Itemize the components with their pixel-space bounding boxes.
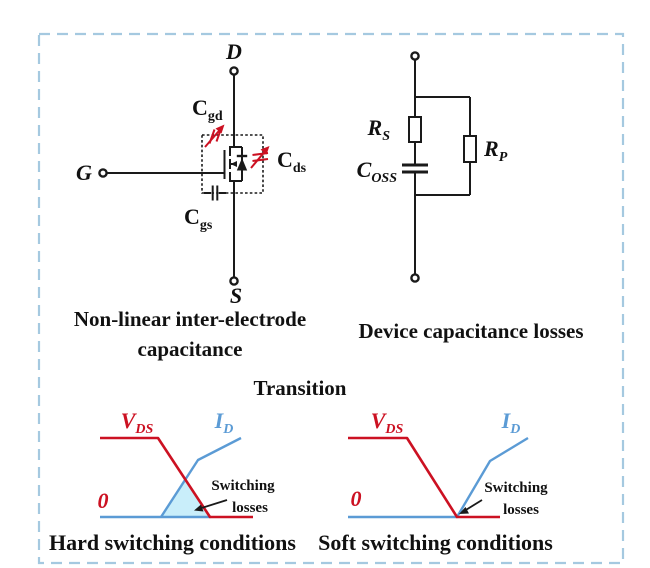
rp-label: RP bbox=[483, 136, 508, 165]
body-arrow-icon bbox=[230, 161, 237, 167]
vds-label: VDS bbox=[121, 408, 154, 437]
source-terminal-dot bbox=[229, 276, 239, 286]
terminal-s-label: S bbox=[230, 283, 242, 308]
mosfet-circuit-caption: Non-linear inter-electrode capacitance bbox=[73, 307, 307, 361]
rc-bottom-terminal-dot bbox=[410, 273, 420, 283]
rc-circuit: RS COSS RP bbox=[357, 51, 508, 283]
hard-switching-plot: VDS ID 0 Switching losses bbox=[98, 408, 275, 519]
cgs-label: Cgs bbox=[184, 204, 213, 233]
losses-arrow bbox=[199, 499, 228, 510]
vds-label: VDS bbox=[371, 408, 404, 437]
dashed-border bbox=[37, 32, 625, 565]
rs-resistor-icon bbox=[408, 116, 422, 143]
hard-switching-caption: Hard switching conditions bbox=[49, 530, 296, 555]
rs-label: RS bbox=[367, 115, 391, 144]
rc-circuit-caption: Device capacitance losses bbox=[358, 319, 584, 343]
zero-label: 0 bbox=[98, 488, 109, 513]
terminal-g-label: G bbox=[76, 160, 92, 185]
cgd-label: Cgd bbox=[192, 95, 223, 124]
id-label: ID bbox=[501, 408, 521, 437]
terminal-d-label: D bbox=[225, 39, 242, 64]
mosfet-symbol bbox=[223, 146, 248, 182]
body-diode-icon bbox=[236, 158, 248, 171]
switching-losses-annotation: Switching bbox=[211, 478, 275, 494]
losses-arrow bbox=[464, 499, 483, 512]
drain-terminal-dot bbox=[229, 66, 239, 76]
soft-switching-caption: Soft switching conditions bbox=[318, 530, 553, 555]
mosfet-circuit: D G S Cgd Cds Cgs bbox=[76, 39, 307, 308]
zero-label: 0 bbox=[351, 486, 362, 511]
cgs-cap-icon bbox=[204, 185, 226, 201]
soft-switching-plot: VDS ID 0 Switching losses bbox=[348, 408, 548, 519]
cds-label: Cds bbox=[277, 147, 307, 176]
device-dotted-box bbox=[201, 134, 264, 194]
cgd-variable-cap-icon bbox=[204, 124, 225, 148]
rc-top-terminal-dot bbox=[410, 51, 420, 61]
transition-caption: Transition bbox=[253, 376, 347, 400]
rp-resistor-icon bbox=[463, 135, 477, 163]
switching-losses-annotation-2: losses bbox=[232, 500, 268, 516]
cds-variable-cap-icon bbox=[250, 146, 270, 169]
gate-terminal-dot bbox=[98, 168, 108, 178]
id-curve bbox=[159, 436, 242, 518]
losses-arrowhead-icon bbox=[194, 504, 204, 512]
id-curve bbox=[348, 436, 529, 519]
id-label: ID bbox=[214, 408, 234, 437]
vds-curve bbox=[348, 436, 500, 519]
coss-label: COSS bbox=[357, 157, 398, 186]
losses-arrowhead-icon bbox=[459, 507, 469, 514]
vds-curve bbox=[100, 436, 253, 519]
switching-losses-annotation: Switching bbox=[484, 480, 548, 496]
switching-losses-annotation-2: losses bbox=[503, 502, 539, 518]
